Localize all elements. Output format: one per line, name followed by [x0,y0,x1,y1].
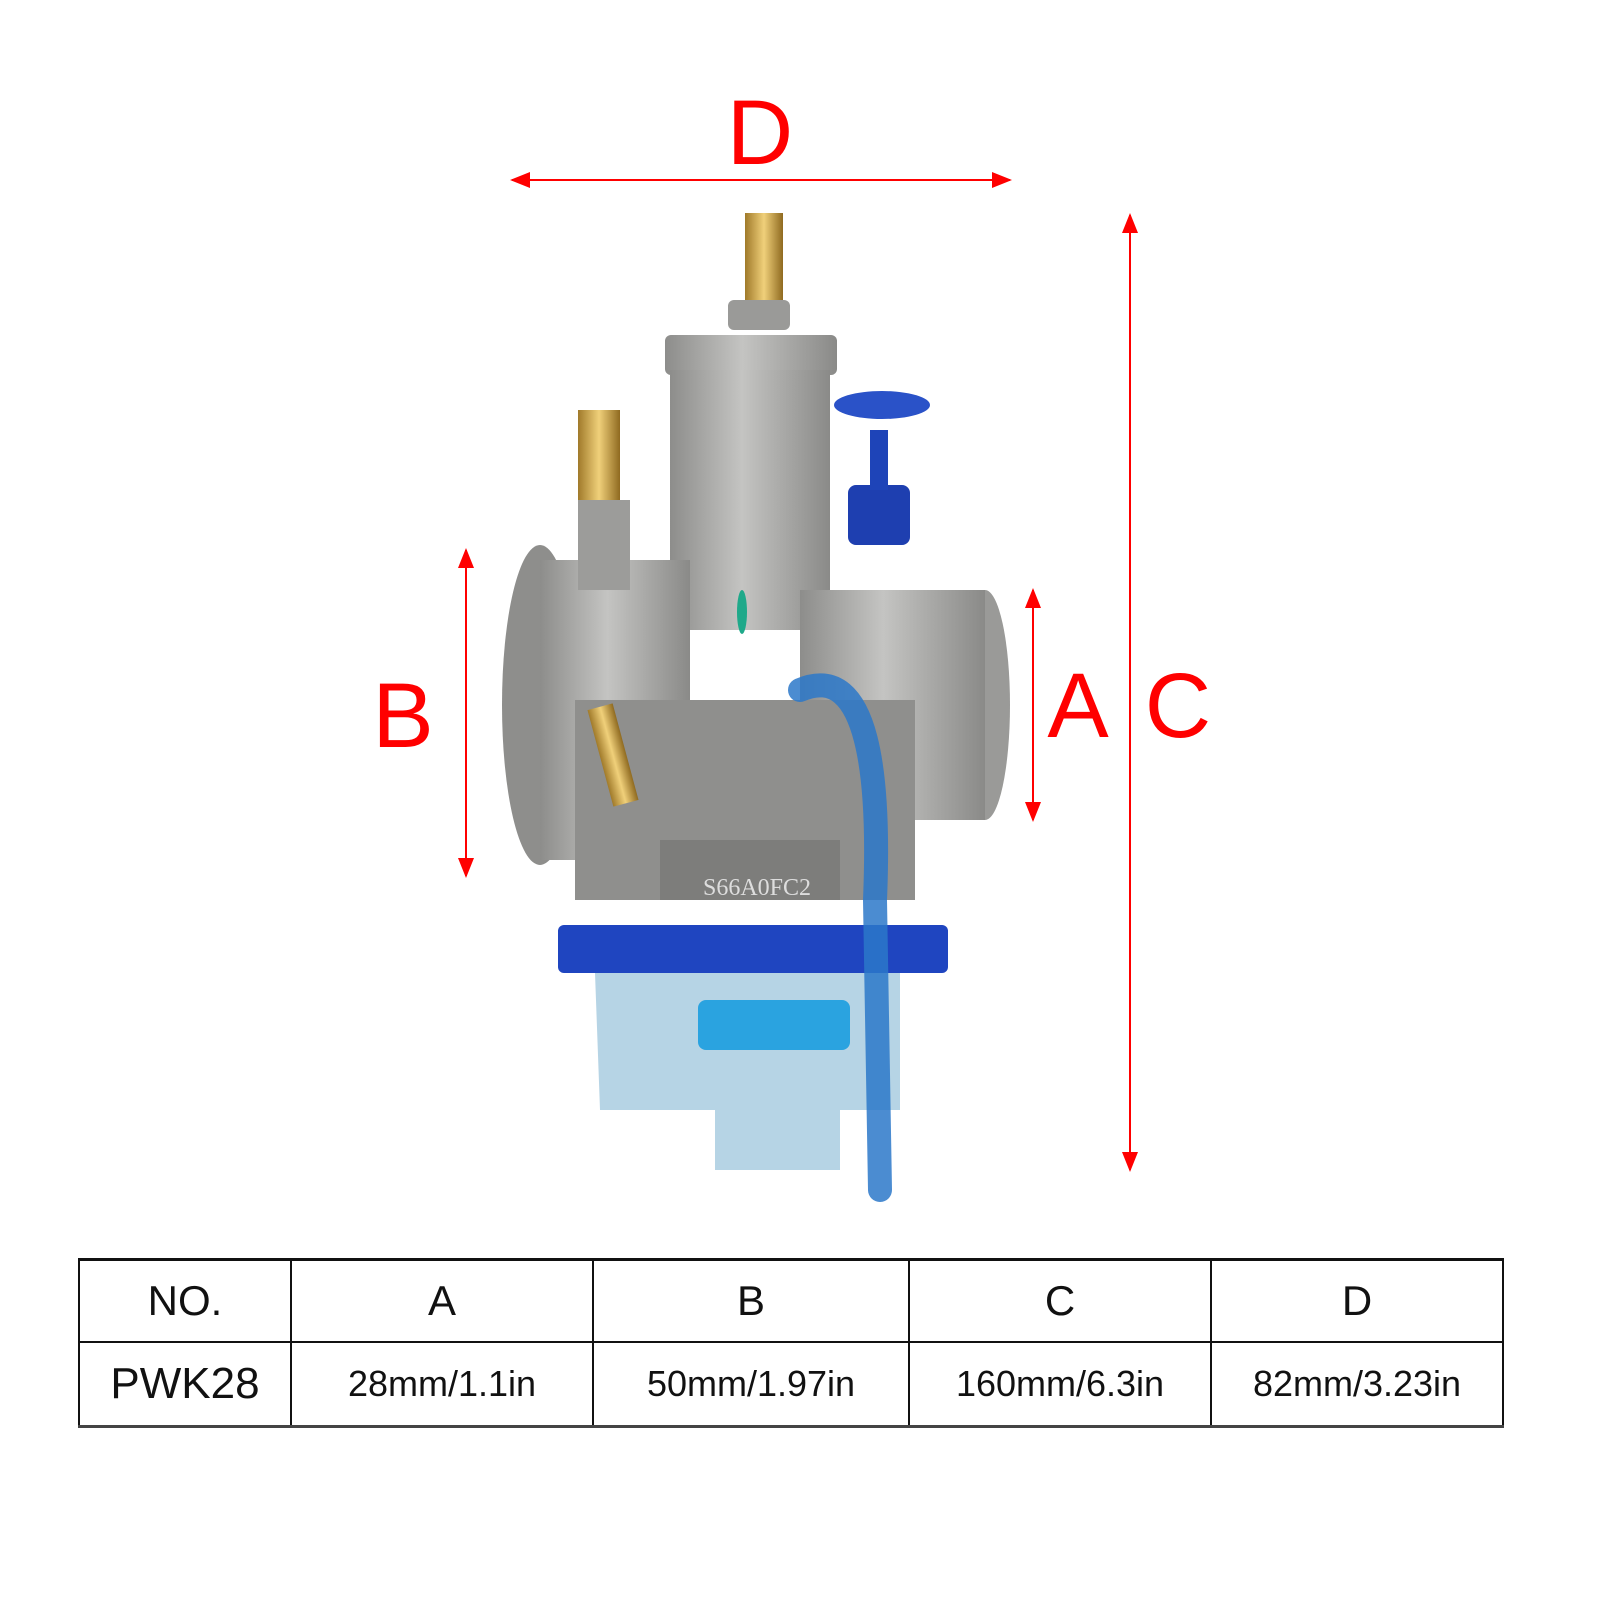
table-row: PWK28 28mm/1.1in 50mm/1.97in 160mm/6.3in… [78,1341,1504,1428]
header-d: D [1210,1258,1504,1343]
header-b: B [592,1258,910,1343]
dimension-label-a: A [1047,655,1109,757]
header-a: A [290,1258,594,1343]
dimension-table: NO. A B C D PWK28 28mm/1.1in 50mm/1.97in… [78,1258,1504,1428]
carburetor-image: S66A0FC2 [458,172,1138,1202]
dimension-label-d: D [726,82,794,184]
header-no: NO. [78,1258,292,1343]
value-b: 50mm/1.97in [592,1341,910,1428]
model-cell: PWK28 [78,1341,292,1428]
table-header-row: NO. A B C D [78,1258,1504,1343]
value-c: 160mm/6.3in [908,1341,1212,1428]
value-d: 82mm/3.23in [1210,1341,1504,1428]
value-a: 28mm/1.1in [290,1341,594,1428]
dimension-label-c: C [1144,655,1212,757]
engraving-text: S66A0FC2 [703,875,811,901]
carburetor-dimension-diagram: S66A0FC2 D C A B [372,82,1212,1202]
header-c: C [908,1258,1212,1343]
dimension-label-b: B [372,665,434,767]
